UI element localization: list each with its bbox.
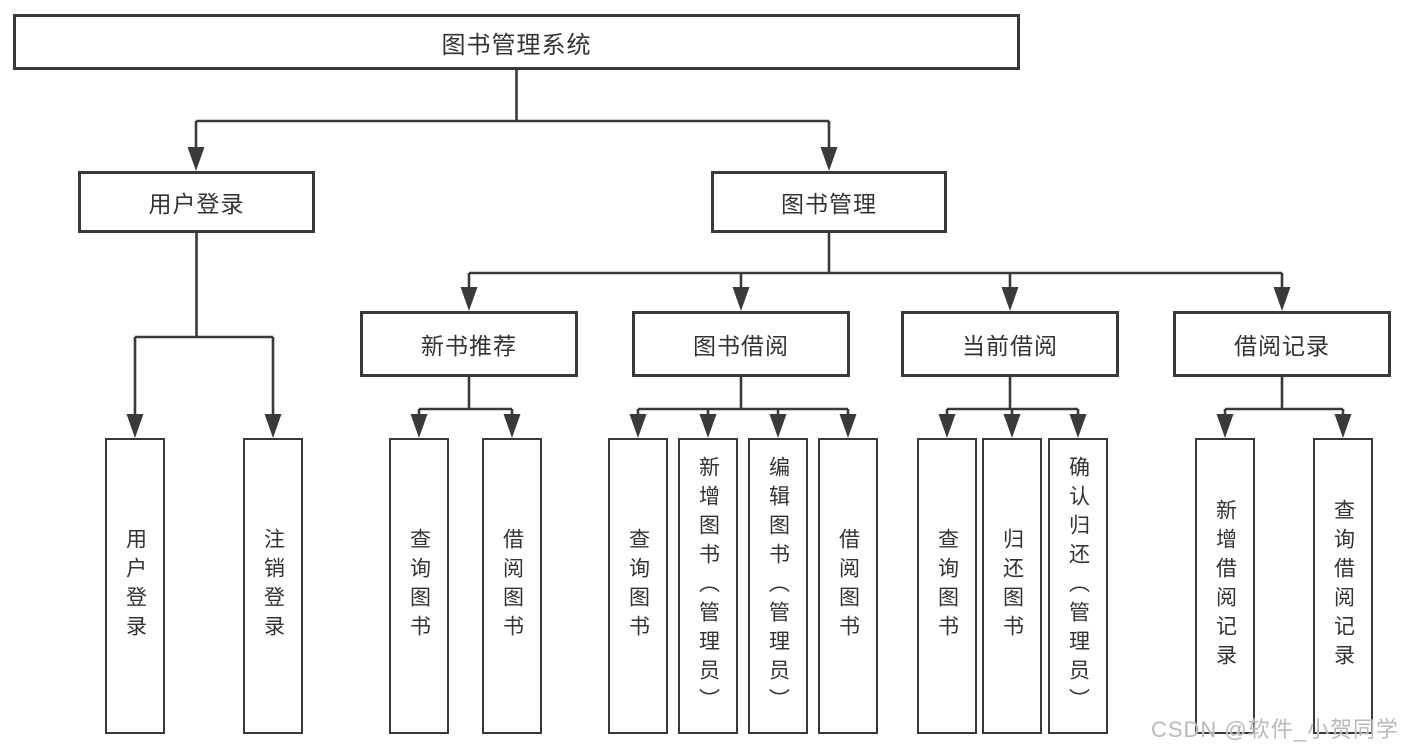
node-new-book-recommendation: 新书推荐 bbox=[360, 311, 578, 377]
leaf-nb-borrow-books: 借阅图书 bbox=[482, 438, 542, 734]
arrowhead-icon bbox=[264, 414, 282, 438]
leaf-br-add-borrow-record: 新增借阅记录 bbox=[1195, 438, 1255, 734]
arrowhead-icon bbox=[1273, 287, 1291, 311]
leaf-label: 查询图书 bbox=[626, 528, 650, 644]
arrowheads bbox=[126, 147, 1352, 438]
connector-new-book-fan bbox=[417, 377, 514, 416]
leaf-cb-confirm-return-admin: 确认归还（管理员） bbox=[1048, 438, 1108, 734]
leaf-label: 借阅图书 bbox=[836, 528, 860, 644]
arrowhead-icon bbox=[1069, 414, 1087, 438]
arrowhead-icon bbox=[126, 414, 144, 438]
arrowhead-icon bbox=[460, 287, 478, 311]
arrowhead-icon bbox=[839, 414, 857, 438]
arrowhead-icon bbox=[1003, 414, 1021, 438]
leaf-cb-query-books: 查询图书 bbox=[917, 438, 977, 734]
connector-book-mgmt-fan bbox=[467, 233, 1284, 289]
leaf-br-query-borrow-record: 查询借阅记录 bbox=[1313, 438, 1373, 734]
node-book-borrowing: 图书借阅 bbox=[632, 311, 850, 377]
leaf-label: 查询图书 bbox=[935, 528, 959, 644]
leaf-cb-return-books: 归还图书 bbox=[982, 438, 1042, 734]
arrowhead-icon bbox=[769, 414, 787, 438]
leaf-label: 确认归还（管理员） bbox=[1066, 455, 1090, 717]
arrowhead-icon bbox=[820, 147, 838, 171]
arrowhead-icon bbox=[1001, 287, 1019, 311]
watermark: CSDN @软件_小贺同学 bbox=[1150, 717, 1399, 742]
leaf-bb-add-book-admin: 新增图书（管理员） bbox=[678, 438, 738, 734]
connector-current-borrow-fan bbox=[945, 377, 1080, 416]
leaf-user-login: 用户登录 bbox=[105, 438, 165, 734]
leaf-label: 编辑图书（管理员） bbox=[766, 455, 790, 717]
leaf-bb-borrow-books: 借阅图书 bbox=[818, 438, 878, 734]
arrowhead-icon bbox=[629, 414, 647, 438]
leaf-label: 用户登录 bbox=[123, 528, 147, 644]
leaf-bb-query-books: 查询图书 bbox=[608, 438, 668, 734]
arrowhead-icon bbox=[410, 414, 428, 438]
connector-book-borrow-fan bbox=[636, 377, 850, 416]
arrowhead-icon bbox=[503, 414, 521, 438]
leaf-label: 借阅图书 bbox=[500, 528, 524, 644]
node-current-borrowing: 当前借阅 bbox=[901, 311, 1119, 377]
connector-borrow-record-fan bbox=[1223, 377, 1345, 416]
leaf-nb-query-books: 查询图书 bbox=[389, 438, 449, 734]
arrowhead-icon bbox=[732, 287, 750, 311]
leaf-label: 查询图书 bbox=[407, 528, 431, 644]
arrowhead-icon bbox=[699, 414, 717, 438]
leaf-bb-edit-book-admin: 编辑图书（管理员） bbox=[748, 438, 808, 734]
arrowhead-icon bbox=[187, 147, 205, 171]
leaf-logout: 注销登录 bbox=[243, 438, 303, 734]
leaf-label: 查询借阅记录 bbox=[1331, 499, 1355, 673]
node-library-management-system: 图书管理系统 bbox=[13, 14, 1020, 70]
arrowhead-icon bbox=[938, 414, 956, 438]
arrowhead-icon bbox=[1216, 414, 1234, 438]
node-user-login: 用户登录 bbox=[78, 171, 315, 233]
node-book-management: 图书管理 bbox=[711, 171, 947, 233]
leaf-label: 新增图书（管理员） bbox=[696, 455, 720, 717]
leaf-label: 注销登录 bbox=[261, 528, 285, 644]
connector-user-login-fan bbox=[133, 233, 275, 416]
connector-root-fan bbox=[194, 70, 831, 150]
arrowhead-icon bbox=[1334, 414, 1352, 438]
leaf-label: 新增借阅记录 bbox=[1213, 499, 1237, 673]
leaf-label: 归还图书 bbox=[1000, 528, 1024, 644]
node-borrowing-records: 借阅记录 bbox=[1173, 311, 1391, 377]
